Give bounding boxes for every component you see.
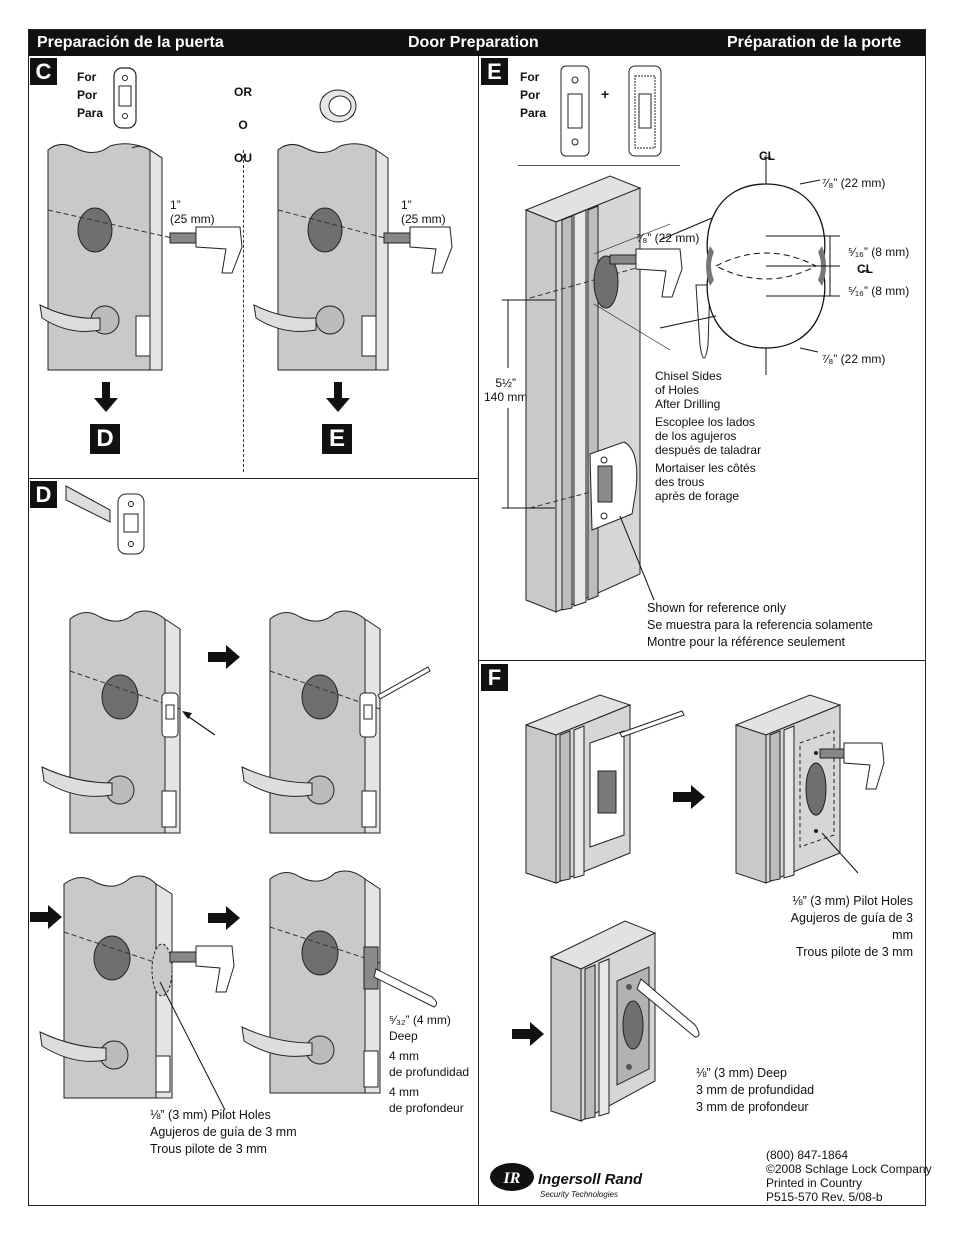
door-jamb-illustration [524, 175, 642, 613]
door-drill-left-illustration [39, 143, 243, 371]
arrow-down-right-icon [326, 382, 350, 412]
jamb-strike-trace-illustration [524, 694, 685, 884]
panel-divider-cd [29, 478, 478, 479]
door-chisel-mortise-illustration [241, 870, 438, 1094]
e-chisel-note-en: Chisel Sides of Holes After Drilling [655, 369, 722, 411]
c-right-measure: 1” (25 mm) [401, 198, 446, 226]
e-dim-hole: ⁷⁄₈” (22 mm) [636, 231, 700, 245]
e-dim-upper-offset: ⁵⁄₁₆” (8 mm) [848, 245, 910, 259]
section-e-for-text: For Por Para [520, 70, 547, 120]
header-french: Préparation de la porte [727, 34, 902, 51]
arrow-right-icon-4 [673, 785, 705, 809]
e-dim-lower-offset: ⁵⁄₁₆” (8 mm) [848, 284, 910, 298]
header-spanish: Preparación de la puerta [37, 34, 224, 51]
e-spacing-text: 5½” 140 mm [484, 376, 528, 404]
reinforcer-strike-icon [628, 65, 662, 157]
door-drill-right-illustration [253, 143, 453, 371]
e-chisel-note-fr: Mortaiser les côtés des trous après de f… [655, 461, 756, 503]
panel-divider-vertical [478, 56, 479, 1206]
e-dim-bottom: ⁷⁄₈” (22 mm) [822, 352, 886, 366]
deadbolt-strike-icon [560, 65, 590, 157]
jamb-chisel-strike-illustration [549, 920, 700, 1122]
e-reference-note: Shown for reference only Se muestra para… [647, 601, 873, 649]
arrow-right-icon-2 [30, 905, 62, 929]
arrow-right-icon-1 [208, 645, 240, 669]
arrow-down-left-icon [94, 382, 118, 412]
e-reference-leader [619, 515, 655, 601]
page-header: Preparación de la puerta Door Preparatio… [29, 30, 925, 56]
header-english: Door Preparation [408, 34, 539, 51]
instruction-sheet [28, 29, 926, 1206]
d-pilot-holes-note: ⅛” (3 mm) Pilot Holes Agujeros de guía d… [150, 1108, 297, 1156]
section-d-label: D [30, 481, 57, 508]
section-c-for-text: For Por Para [77, 70, 104, 120]
section-e-label: E [481, 58, 508, 85]
e-dim-top: ⁷⁄₈” (22 mm) [822, 176, 886, 190]
jamb-drill-pilot-illustration [734, 694, 885, 884]
drive-in-collar-icon [319, 89, 357, 123]
e-hole-detail-diagram [593, 155, 840, 375]
e-chisel-note-es: Escoplee los lados de los agujeros despu… [655, 415, 762, 457]
e-drill-icon [609, 248, 683, 298]
brand-tagline: Security Technologies [540, 1190, 618, 1199]
e-spacing-bracket [502, 299, 555, 509]
e-centerline-top: C̶L [759, 149, 775, 163]
f-depth-note: ⅛” (3 mm) Deep 3 mm de profundidad 3 mm … [696, 1066, 815, 1114]
door-drill-pilot-illustration [39, 875, 235, 1111]
option-divider [243, 150, 244, 472]
section-c-label: C [30, 58, 57, 85]
panel-divider-ef [478, 660, 926, 661]
svg-text:IR: IR [503, 1170, 521, 1187]
latch-assembly-icon [65, 485, 145, 555]
section-f-label: F [481, 664, 508, 691]
go-to-e-label: E [322, 424, 352, 454]
arrow-right-icon-5 [512, 1022, 544, 1046]
door-trace-faceplate-illustration [241, 610, 431, 834]
c-left-measure: 1” (25 mm) [170, 198, 215, 226]
f-pilot-holes-note: ⅛” (3 mm) Pilot Holes Agujeros de guía d… [790, 894, 913, 959]
go-to-d-label: D [90, 424, 120, 454]
e-rule [518, 165, 680, 166]
brand-name: Ingersoll Rand [538, 1171, 643, 1188]
footer-info: (800) 847-1864 ©2008 Schlage Lock Compan… [766, 1148, 932, 1204]
e-chisel-icon [695, 284, 711, 359]
ingersoll-rand-logo-mark: IR [490, 1163, 534, 1191]
e-centerline-mid: C̶L [857, 262, 873, 276]
plus-sign: + [601, 86, 610, 102]
d-depth-note: ⁵⁄₃₂” (4 mm) Deep 4 mm de profundidad 4 … [389, 1013, 470, 1115]
latch-faceplate-icon [113, 67, 137, 129]
arrow-right-icon-3 [208, 906, 240, 930]
door-latch-insert-illustration [41, 610, 216, 834]
